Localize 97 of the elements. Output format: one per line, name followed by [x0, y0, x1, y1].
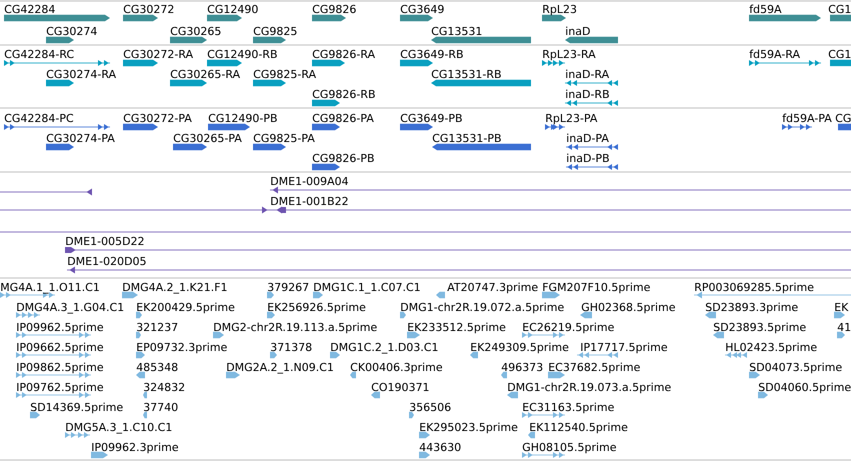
feature-label: HL02423.5prime — [726, 342, 817, 354]
feature-label: CG9826-PB — [312, 154, 374, 162]
feature-label: CG30272 — [124, 4, 174, 14]
feature-label: CG9826-RA — [312, 50, 375, 58]
feature-label: DMG1-chr2R.19.073.a.5prime — [508, 382, 671, 394]
feature-label: RP003069285.5prime — [695, 282, 814, 294]
feature-label: CG3649-PB — [400, 114, 462, 122]
feature-label: CG30272-RA — [124, 50, 193, 58]
feature-label: 379267 — [268, 282, 308, 292]
feature-label: inaD-RB — [566, 90, 609, 98]
feature-label: RpL23-RA — [543, 50, 596, 60]
feature-label: EC37682.5prime — [549, 362, 640, 374]
feature-label: DMG2A.2_1.N09.C1 — [227, 362, 333, 374]
feature-label: DMG2-chr2R.19.113.a.5prime — [214, 322, 377, 334]
feature-label: CG13531-RB — [432, 70, 501, 78]
feature-label: CG9826-RB — [312, 90, 375, 98]
feature-label: CK00406.3prime — [350, 362, 442, 374]
feature-label: DMG1C.2_1.D03.C1 — [331, 342, 438, 354]
feature-label: GH02368.5prime — [582, 302, 675, 314]
feature-label: DMG1C.1_1.C07.C1 — [314, 282, 420, 294]
feature-label: CG9825-PA — [254, 134, 315, 142]
feature-label: EK295023.5prime — [420, 422, 518, 434]
feature-label: EC31163.5prime — [523, 402, 614, 414]
feature-label: inaD-PA — [567, 134, 609, 142]
feature-label: inaD-PB — [567, 154, 609, 162]
feature-label: RpL23 — [543, 4, 576, 16]
feature-label: EC26219.5prime — [523, 322, 614, 334]
feature-label: 371378 — [271, 342, 312, 352]
feature-label: CG30265-PA — [174, 134, 242, 142]
feature-label: AT20747.3prime — [447, 282, 538, 294]
feature-label: CG30274-PA — [46, 134, 115, 142]
feature-label: inaD-RA — [566, 70, 610, 78]
feature-label: EK249309.5prime — [471, 342, 568, 354]
feature-label: 443630 — [420, 442, 460, 452]
feature-label: CG9825-RA — [254, 70, 316, 78]
feature-label: SD23893.5prime — [714, 322, 806, 334]
feature-label: CG13531 — [432, 26, 482, 36]
feature-label: EK256926.5prime — [268, 302, 366, 314]
feature-label: IP17717.5prime — [581, 342, 668, 354]
feature-label: IP09762.5prime — [17, 382, 103, 394]
feature-label: CG9825 — [254, 26, 296, 36]
feature-label: CG12490-RB — [208, 50, 277, 58]
feature-label: CG42284-PC — [4, 114, 74, 122]
feature-label: CG3649-RB — [400, 50, 463, 58]
feature-label: CG30272-PA — [124, 114, 192, 122]
feature-label: CG9826 — [312, 4, 356, 14]
feature-label: IP09862.5prime — [17, 362, 103, 374]
feature-label: 324832 — [144, 382, 184, 392]
feature-label: DMG1-chr2R.19.072.a.5prime — [401, 302, 564, 314]
feature-label: IP09962.3prime — [92, 442, 178, 454]
feature-label: DMG5A.3_1.C10.C1 — [66, 422, 172, 434]
feature-label: CG1 — [828, 50, 850, 58]
feature-label: CG30265-RA — [170, 70, 240, 78]
feature-label: DMG4A.2_1.K21.F1 — [123, 282, 227, 294]
feature-label: SD04073.5prime — [750, 362, 842, 374]
feature-label: EK233512.5prime — [408, 322, 506, 334]
feature-label: SD14369.5prime — [30, 402, 123, 414]
feature-label: fd59A-RA — [749, 50, 800, 58]
feature-label: CG — [836, 114, 850, 122]
feature-label: 356506 — [410, 402, 450, 412]
feature-label: 41 — [838, 323, 850, 331]
feature-label: EK112540.5prime — [530, 422, 628, 434]
feature-label: DMG4A.3_1.G04.C1 — [17, 302, 124, 314]
feature-label: EK — [835, 303, 849, 311]
feature-label: DME1-001B22 — [271, 196, 348, 206]
feature-label: GH08105.5prime — [522, 442, 616, 454]
feature-label: DME1-009A04 — [271, 176, 348, 186]
feature-label: inaD — [566, 26, 590, 36]
feature-label: IP09662.5prime — [17, 342, 103, 354]
feature-label: IP09962.5prime — [17, 322, 103, 334]
feature-label: EK200429.5prime — [137, 302, 234, 314]
feature-label: CG42284 — [4, 4, 55, 14]
feature-label: 485348 — [136, 362, 178, 372]
feature-label: FGM207F10.5prime — [543, 282, 650, 294]
feature-label: fd59A — [749, 4, 782, 14]
feature-label: CG42284-RC — [4, 50, 74, 58]
feature-label: CG1 — [828, 4, 850, 14]
feature-label: CG3649 — [400, 4, 444, 14]
feature-label: DME1-005D22 — [66, 236, 144, 246]
feature-label: MG4A.1_1.O11.C1 — [1, 282, 99, 294]
feature-label: CG30274-RA — [46, 70, 116, 78]
feature-label: CO190371 — [372, 382, 428, 392]
feature-label: 321237 — [137, 322, 178, 332]
feature-label: CG30265 — [170, 26, 220, 36]
feature-label: SD04060.5prime — [758, 382, 851, 394]
feature-label: CG9826-PA — [312, 114, 374, 122]
feature-label: fd59A-PA — [782, 114, 832, 122]
feature-label: CG12490 — [208, 4, 258, 14]
feature-label: RpL23-PA — [546, 114, 598, 124]
feature-label: 37740 — [144, 402, 178, 412]
feature-label: CG12490-PB — [208, 114, 277, 122]
feature-label: DME1-020D05 — [68, 256, 146, 266]
feature-label: EP09732.3prime — [137, 342, 227, 354]
feature-label: CG13531-PB — [432, 134, 501, 142]
feature-label: SD23893.3prime — [706, 302, 798, 314]
feature-label: 496373 — [502, 362, 542, 372]
feature-label: CG30274 — [46, 26, 97, 36]
